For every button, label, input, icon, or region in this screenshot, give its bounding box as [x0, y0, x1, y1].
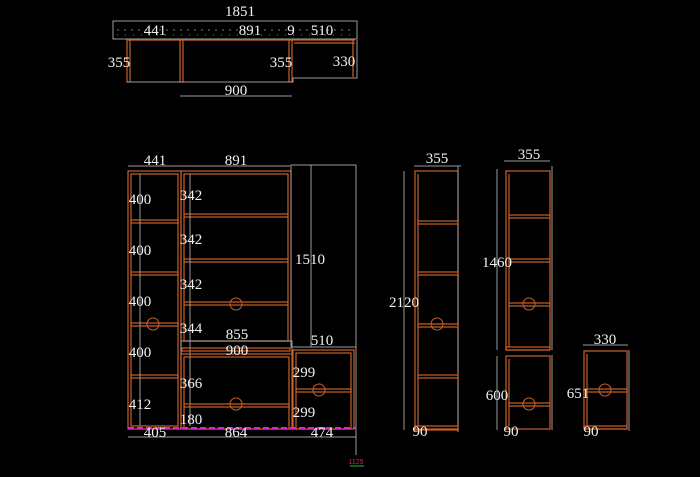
shelf-knob-icon: [312, 383, 326, 397]
dim-width: 510: [311, 23, 334, 39]
dim-height: 180: [180, 412, 203, 428]
shelf-knob-icon: [430, 317, 444, 331]
front-view: 441 891 400 400 400 400 412 342 342 342 …: [127, 153, 364, 467]
dim-height: 2120: [389, 295, 419, 311]
shelf: [295, 388, 352, 393]
shelf-knob-icon: [522, 297, 536, 311]
dim-total-width: 1851: [225, 4, 255, 20]
dim-height: 400: [129, 243, 152, 259]
middle-shelves: [183, 213, 289, 306]
dim-height: 342: [180, 232, 203, 248]
dim-width: 330: [594, 332, 617, 348]
dim-height: 651: [567, 386, 590, 402]
dim-plinth: 90: [584, 424, 599, 440]
shelf: [183, 403, 290, 408]
dim-width: 864: [225, 425, 248, 441]
dim-width: 405: [144, 425, 167, 441]
plan-panel: [179, 39, 184, 83]
dim-height: 366: [180, 376, 203, 392]
dim-height: 299: [293, 365, 316, 381]
dim-right-width: 510: [311, 333, 334, 349]
dim-height: 412: [129, 397, 152, 413]
shelf-knob-icon: [598, 383, 612, 397]
dim-plinth: 90: [413, 424, 428, 440]
shelf-knob-icon: [229, 297, 243, 311]
dim-height: 400: [129, 294, 152, 310]
shelf-knob-icon: [229, 397, 243, 411]
left-shelves: [130, 219, 179, 379]
side-view-3: 330 651 90: [567, 332, 630, 440]
dim-depth: 355: [270, 55, 293, 71]
dim-height: 600: [486, 388, 509, 404]
dim-counter-inner: 855: [226, 327, 249, 343]
dim-width: 891: [239, 23, 262, 39]
shelf-knob-icon: [146, 317, 160, 331]
dim-height: 299: [293, 405, 316, 421]
dim-height: 400: [129, 192, 152, 208]
dim-height: 400: [129, 345, 152, 361]
dim-tall-height: 1510: [295, 252, 325, 268]
dim-depth: 330: [333, 54, 356, 70]
dim-plinth: 90: [504, 424, 519, 440]
dim-width: 441: [144, 23, 167, 39]
dim-height: 1460: [482, 255, 512, 271]
dim-width: 474: [311, 425, 334, 441]
plan-front-line: [127, 40, 358, 83]
dim-counter-outer: 900: [226, 343, 249, 359]
left-cabinet-inner: [130, 173, 179, 427]
dim-depth: 355: [108, 55, 131, 71]
dim-width: 355: [518, 147, 541, 163]
side-view-1: 355 2120 90: [389, 151, 461, 440]
shelf-knob-icon: [522, 397, 536, 411]
dim-width: 9: [287, 23, 295, 39]
dim-height: 342: [180, 277, 203, 293]
dim-height: 342: [180, 188, 203, 204]
dim-width: 891: [225, 153, 248, 169]
dim-lower-width: 900: [225, 83, 248, 99]
side-view-2: 355 1460 600 90: [482, 147, 553, 440]
marker-label: 1125: [348, 459, 363, 466]
dim-height: 344: [180, 321, 203, 337]
plan-view: 1851 441 891 9 510 355 355 330 900: [108, 4, 358, 99]
counter-panel: [181, 347, 291, 352]
dim-width: 355: [426, 151, 449, 167]
countertop-outline: [112, 20, 358, 40]
dim-width: 441: [144, 153, 167, 169]
